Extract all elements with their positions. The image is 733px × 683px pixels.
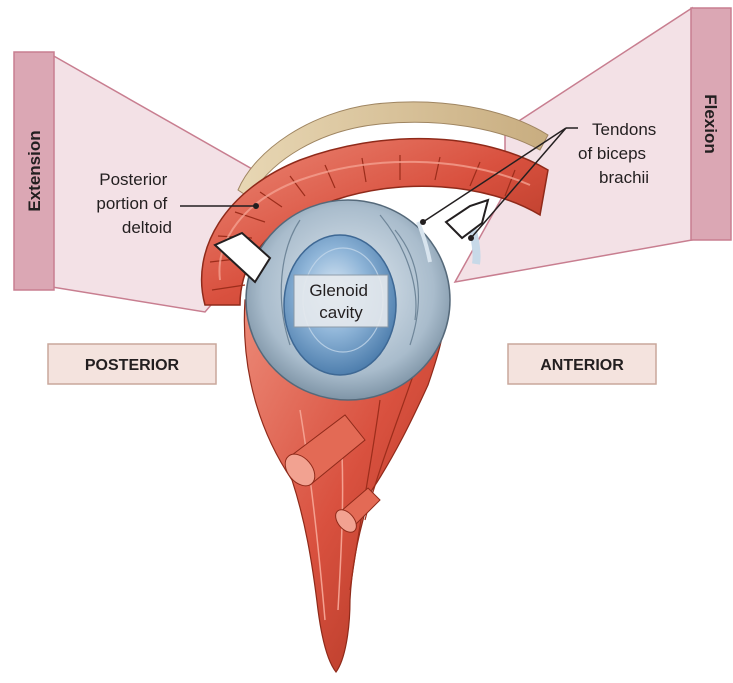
biceps-label-line-2: of biceps bbox=[578, 144, 646, 163]
biceps-label-line-1: Tendons bbox=[592, 120, 656, 139]
biceps-leader-dot-2 bbox=[468, 235, 474, 241]
extension-label: Extension bbox=[25, 130, 44, 211]
posterior-label: POSTERIOR bbox=[85, 357, 180, 374]
deltoid-label-line-1: Posterior bbox=[99, 170, 167, 189]
glenoid-label-box: Glenoid cavity bbox=[294, 275, 388, 327]
shoulder-illustration bbox=[202, 102, 548, 672]
flexion-plane-wedge bbox=[455, 8, 692, 282]
biceps-leader-dot-1 bbox=[420, 219, 426, 225]
glenoid-label-line-1: Glenoid bbox=[309, 281, 368, 300]
posterior-label-box: POSTERIOR bbox=[48, 344, 216, 384]
deltoid-label-line-2: portion of bbox=[96, 194, 167, 213]
glenoid-label-line-2: cavity bbox=[319, 303, 363, 322]
deltoid-label-line-3: deltoid bbox=[122, 218, 172, 237]
flexion-arrow bbox=[446, 200, 488, 238]
flexion-label: Flexion bbox=[701, 94, 720, 154]
anterior-label-box: ANTERIOR bbox=[508, 344, 656, 384]
anterior-label: ANTERIOR bbox=[540, 357, 624, 374]
deltoid-leader-dot bbox=[253, 203, 259, 209]
biceps-label-line-3: brachii bbox=[599, 168, 649, 187]
